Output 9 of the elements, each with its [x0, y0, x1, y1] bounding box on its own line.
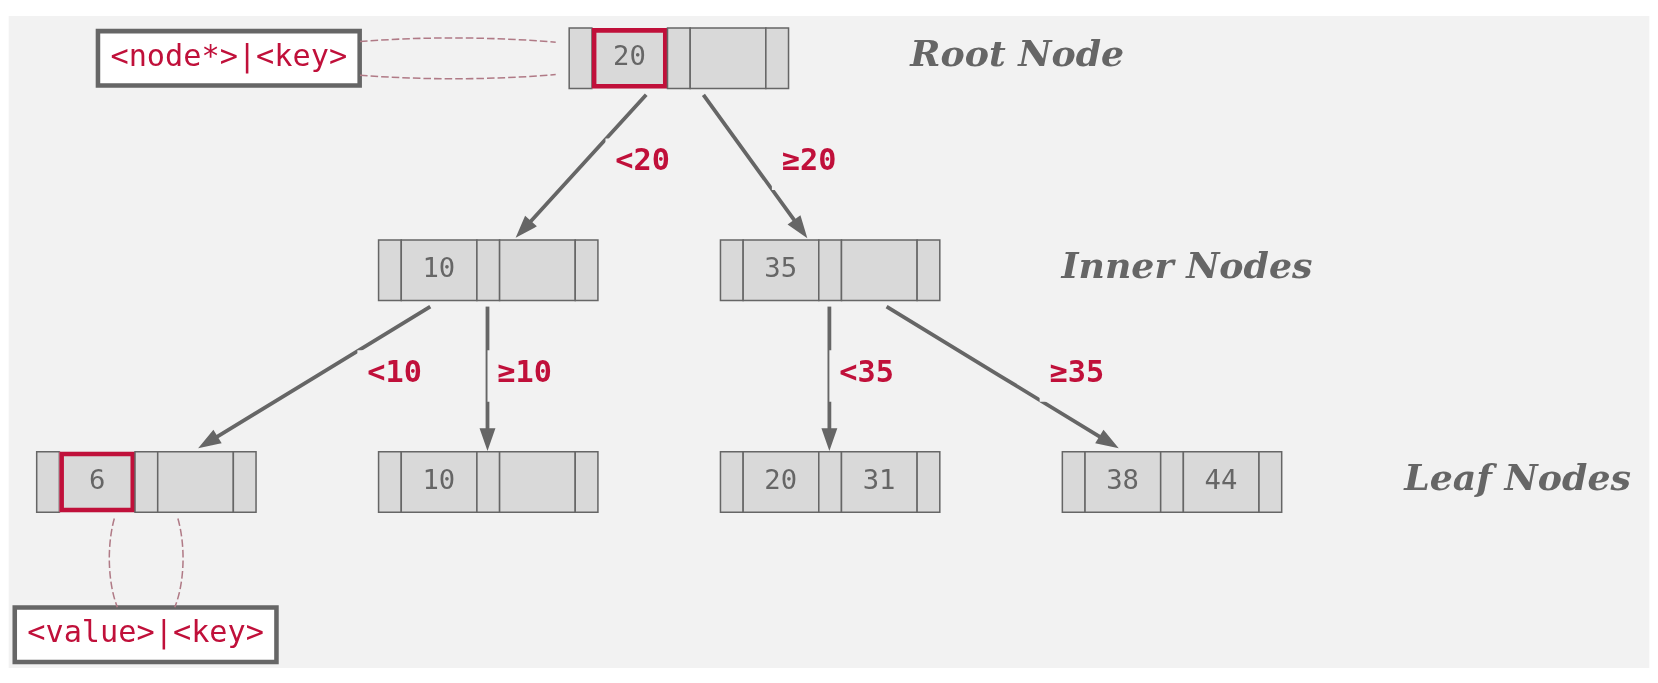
edge-label: ≥10: [497, 353, 552, 389]
label: Inner Nodes: [1061, 243, 1313, 287]
edge-label: <20: [615, 141, 670, 177]
edge-label: <10: [367, 353, 422, 389]
edge-label: ≥35: [1049, 353, 1105, 389]
edge-label: <35: [839, 353, 894, 389]
label: Leaf Nodes: [1404, 455, 1631, 499]
edge-label: ≥20: [781, 141, 837, 177]
label: Root Node: [910, 31, 1125, 75]
